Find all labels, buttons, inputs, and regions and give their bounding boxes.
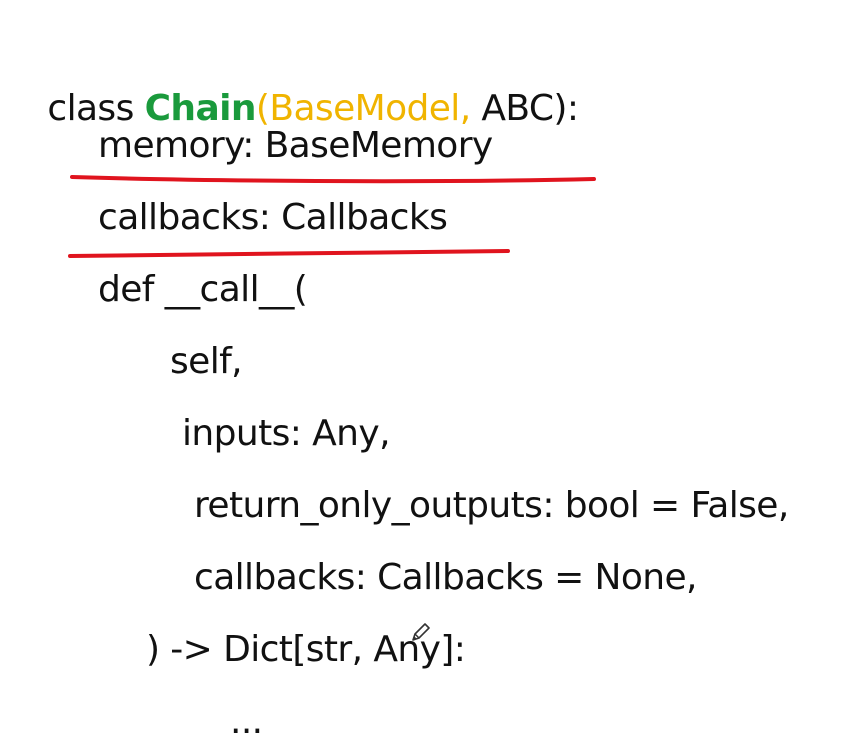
paren-open: ( [255, 88, 270, 129]
code-line-callbacks-param: callbacks: Callbacks = None, [194, 557, 697, 598]
underline-callbacks [68, 249, 510, 258]
class-name: Chain [144, 88, 257, 129]
underline-memory [70, 175, 596, 184]
code-line-return-only-outputs: return_only_outputs: bool = False, [194, 485, 789, 526]
code-line-class-def: class Chain(BaseModel, ABC): [4, 55, 579, 163]
code-line-memory: memory: BaseMemory [98, 125, 493, 166]
base-class-basemodel: BaseModel, [269, 88, 471, 129]
code-line-return-type: ) -> Dict[str, Any]: [146, 629, 466, 670]
code-line-callbacks: callbacks: Callbacks [98, 197, 448, 238]
code-line-ellipsis: ... [230, 701, 263, 742]
base-class-rest: ABC): [470, 88, 579, 129]
code-line-inputs: inputs: Any, [182, 413, 391, 454]
pencil-icon [409, 612, 433, 641]
code-line-self: self, [170, 341, 243, 382]
code-line-def-call: def __call__( [98, 269, 308, 310]
keyword-class: class [47, 88, 145, 129]
